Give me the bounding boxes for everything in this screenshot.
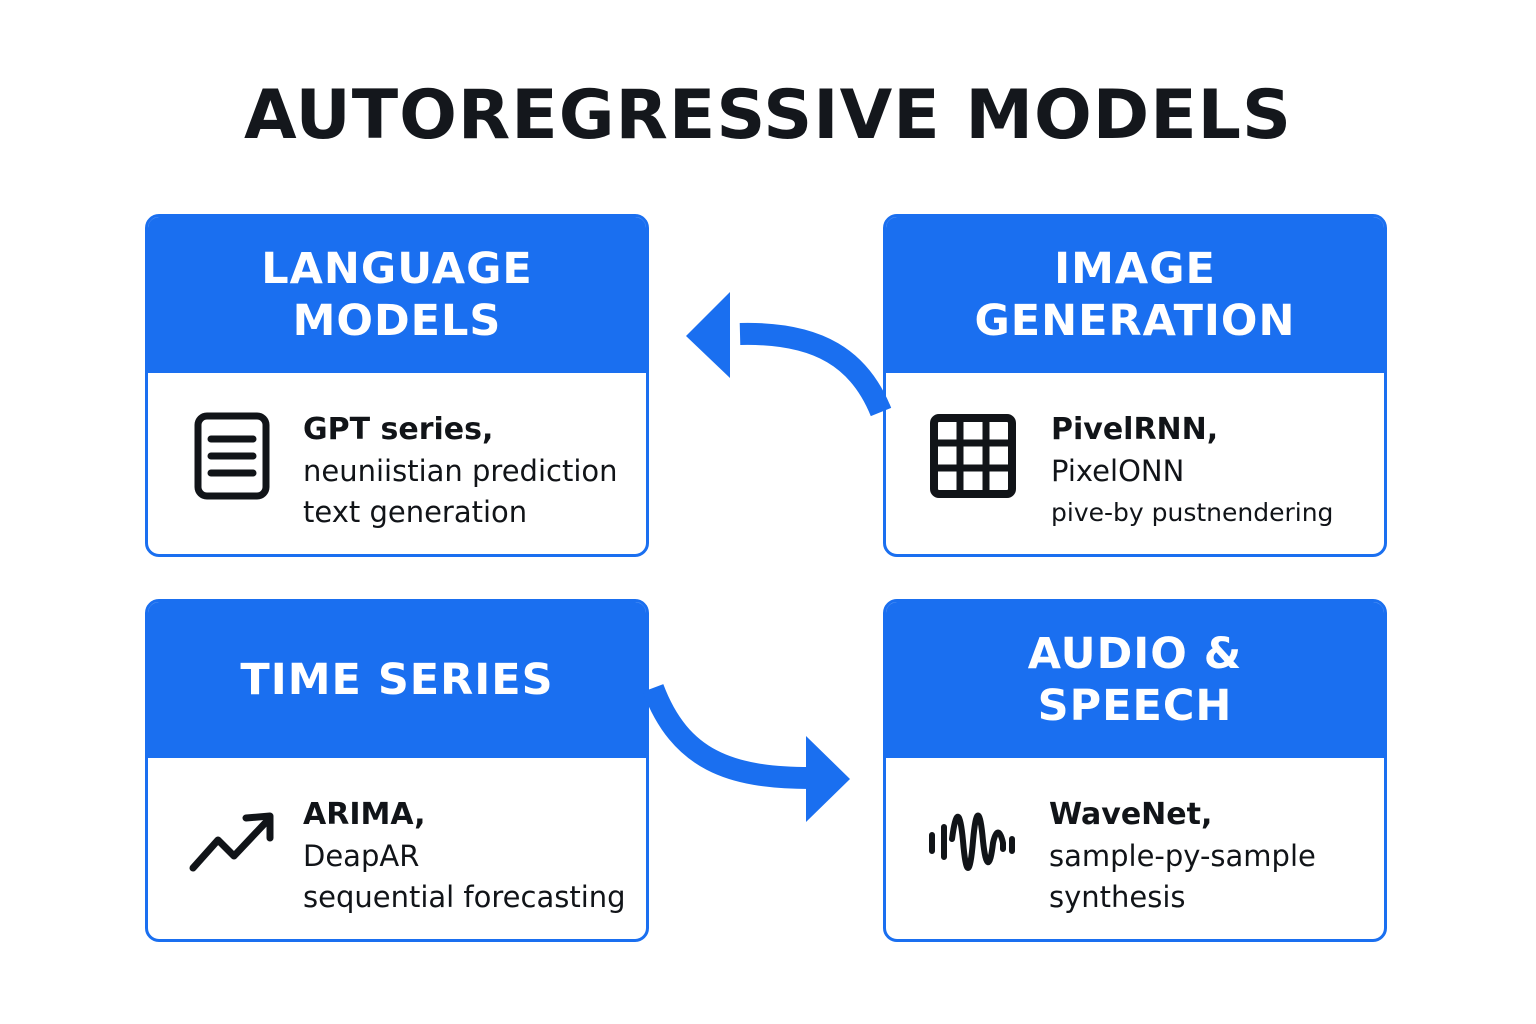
- card-time-series: TIME SERIES ARIMA, DeapAR sequential for…: [145, 599, 649, 942]
- card-model-names: PivelRNN,: [1051, 412, 1219, 447]
- card-model-names: WaveNet,: [1049, 797, 1213, 832]
- arrow-image-to-language: [686, 292, 892, 417]
- card-model-names: ARIMA,: [303, 797, 426, 832]
- card-title: LANGUAGE MODELS: [261, 244, 533, 346]
- card-model-names: GPT series,: [303, 412, 494, 447]
- card-audio-speech: AUDIO & SPEECH WaveNet, sample-py-sample…: [883, 599, 1387, 942]
- card-description-line: neuniistian prediction: [303, 454, 618, 488]
- card-body: ARIMA, DeapAR sequential forecasting: [148, 758, 646, 939]
- waveform-icon: [926, 796, 1016, 886]
- card-description-line: PixelONN: [1051, 454, 1185, 488]
- card-description-line: sequential forecasting: [303, 880, 626, 914]
- card-image-generation: IMAGE GENERATION PivelRNN, PixelONN pive…: [883, 214, 1387, 557]
- card-title: TIME SERIES: [240, 655, 554, 705]
- card-description-line: text generation: [303, 495, 528, 529]
- page-title: AUTOREGRESSIVE MODELS: [243, 76, 1292, 155]
- card-text: GPT series, neuniistian prediction text …: [303, 409, 643, 533]
- card-language-models: LANGUAGE MODELS GPT series, neuniistian …: [145, 214, 649, 557]
- card-header: AUDIO & SPEECH: [886, 602, 1384, 758]
- card-description-line: synthesis: [1049, 880, 1186, 914]
- card-body: WaveNet, sample-py-sample synthesis: [886, 758, 1384, 939]
- grid-icon: [928, 411, 1018, 501]
- card-text: PivelRNN, PixelONN pive-by pustnendering: [1051, 409, 1384, 533]
- card-body: GPT series, neuniistian prediction text …: [148, 373, 646, 554]
- card-title: IMAGE GENERATION: [974, 244, 1296, 346]
- card-header: LANGUAGE MODELS: [148, 217, 646, 373]
- document-icon: [188, 411, 278, 501]
- card-header: IMAGE GENERATION: [886, 217, 1384, 373]
- card-body: PivelRNN, PixelONN pive-by pustnendering: [886, 373, 1384, 554]
- card-header: TIME SERIES: [148, 602, 646, 758]
- arrow-time-to-audio: [642, 683, 850, 822]
- card-text: ARIMA, DeapAR sequential forecasting: [303, 794, 643, 918]
- card-description-line: sample-py-sample: [1049, 839, 1316, 873]
- trend-up-icon: [188, 796, 278, 886]
- card-title: AUDIO & SPEECH: [1027, 629, 1243, 731]
- card-description-line: DeapAR: [303, 839, 420, 873]
- card-text: WaveNet, sample-py-sample synthesis: [1049, 794, 1384, 918]
- card-description-line: pive-by pustnendering: [1051, 498, 1334, 527]
